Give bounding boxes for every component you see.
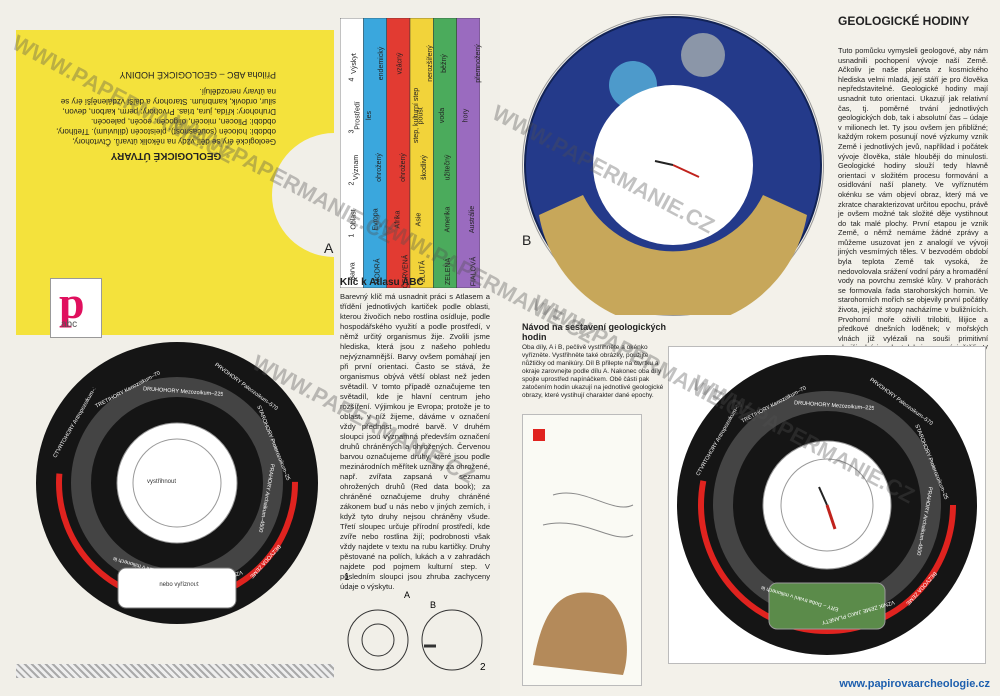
dial-a: vystřihnout nebo vyříznout ČTVRTOHORY An…	[36, 342, 318, 624]
caption-body: Oba díly, A i B, pečlivě vystřihněte a o…	[522, 344, 664, 399]
label-b: B	[522, 232, 532, 248]
color-key-cell: Austrálie	[468, 205, 476, 234]
color-key-cell: ohrožený	[376, 153, 384, 182]
dial-b	[522, 14, 824, 328]
article-body: Barevný klíč má usnadnit práci s Atlasem…	[340, 292, 490, 591]
left-page: GEOLOGICKÉ ÚTVARY Geologické éry se dělí…	[16, 17, 490, 678]
assembly-diagram	[347, 609, 483, 671]
dial-center-text: vystřihnout	[147, 479, 177, 485]
color-key-cell: hory	[461, 108, 469, 123]
color-key-number: 3	[348, 129, 356, 134]
color-key-cell: endemický	[378, 46, 386, 81]
caption-block: Návod na sestavení geologických hodin Ob…	[522, 322, 672, 400]
color-key-cell: běžný	[441, 54, 449, 73]
abc-logo-letter: p	[59, 277, 85, 328]
color-key-header: Výskyt	[350, 53, 358, 74]
dial-assembled-graphic	[677, 355, 977, 655]
color-key-cell: les	[366, 111, 374, 120]
color-key-cell: ohrožený	[399, 153, 407, 182]
abc-logo: p abc	[50, 278, 102, 338]
color-key-cell: vzácný	[396, 52, 404, 75]
fig-1-label: 1	[344, 572, 350, 583]
right-page: B GEOLOGICKÉ HODINY Tuto pomůcku vymysle…	[500, 0, 1000, 696]
color-key-cell: voda	[439, 107, 447, 124]
fig-2-label: 2	[480, 662, 486, 673]
dial-window-text: nebo vyříznout	[159, 582, 199, 588]
geo-body: Tuto pomůcku vymysleli geologové, aby ná…	[838, 46, 988, 362]
abc-logo-sub: abc	[61, 319, 78, 330]
color-key-cell: nerozšířený	[426, 45, 434, 82]
color-key-number: 2	[348, 181, 356, 186]
semicircle-cutout	[272, 133, 334, 257]
color-key-header: Prostředí	[354, 101, 362, 130]
caption-title: Návod na sestavení geologických hodin	[522, 322, 667, 342]
fig-a-label: A	[404, 590, 411, 600]
article-title: Klíč k Atlasu ABC	[340, 277, 424, 288]
color-key-number: 4	[348, 77, 356, 82]
dial-b-graphic	[524, 16, 822, 328]
color-key-cell: poušť	[417, 106, 425, 125]
color-key-number: 1	[348, 233, 356, 238]
color-key-cell: Amerika	[444, 206, 452, 233]
color-key-cell: užitečný	[444, 154, 452, 181]
dial-a-graphic	[37, 343, 317, 623]
label-a: A	[324, 240, 334, 256]
color-key-cell: škodlivý	[420, 155, 428, 180]
fossil-illustration	[522, 414, 642, 686]
fig-b-label: B	[430, 600, 437, 610]
fossil-drawing	[533, 492, 634, 675]
color-key-header: Význam	[353, 154, 361, 181]
geo-title: GEOLOGICKÉ HODINY	[838, 14, 970, 28]
article-block: Klíč k Atlasu ABC Barevný klíč má usnadn…	[340, 278, 490, 592]
yellow-panel: GEOLOGICKÉ ÚTVARY Geologické éry se dělí…	[16, 30, 334, 338]
footer-url[interactable]: www.papirovaarcheologie.cz	[839, 678, 990, 690]
red-square-marker	[533, 429, 545, 441]
hatched-strip	[16, 664, 334, 678]
color-key-cell: přemnožený	[474, 44, 482, 83]
color-key-cell: Asie	[415, 212, 423, 227]
